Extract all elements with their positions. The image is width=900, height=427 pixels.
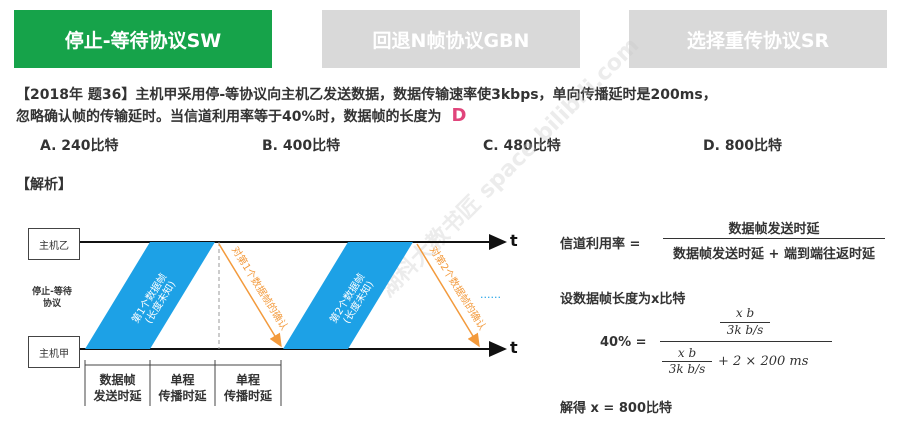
- utilization-numerator: 数据帧发送时延: [728, 222, 820, 237]
- question-line-1: 【2018年 题36】主机甲采用停-等协议向主机乙发送数据，数据传输速率使3kb…: [16, 87, 717, 103]
- question-line-2-text: 忽略确认帧的传输延时。当信道利用率等于40%时，数据帧的长度为: [16, 109, 442, 125]
- segment-3-line-2: 传播时延: [223, 389, 272, 403]
- den-bar: [662, 361, 712, 362]
- utilization-denominator: 数据帧发送时延 + 端到端往返时延: [673, 247, 875, 262]
- time-axis-label-bottom: t: [510, 338, 518, 357]
- option-d[interactable]: D. 800比特: [703, 138, 783, 154]
- protocol-label-line-1: 停止-等待: [32, 287, 72, 297]
- continuation-dots: ......: [480, 288, 501, 301]
- tab-selective-repeat[interactable]: 选择重传协议SR: [629, 10, 887, 68]
- num-bar: [720, 322, 770, 323]
- den-bottom: 3k b/s: [668, 362, 706, 376]
- fraction-bar: [663, 238, 885, 239]
- num-bottom: 3k b/s: [726, 323, 764, 337]
- option-b[interactable]: B. 400比特: [262, 138, 341, 154]
- ack-2-arrow: [416, 243, 480, 348]
- segment-1-line-2: 发送时延: [93, 389, 142, 403]
- segment-1-line-1: 数据帧: [99, 373, 136, 387]
- option-a[interactable]: A. 240比特: [40, 138, 119, 154]
- protocol-label-line-2: 协议: [42, 299, 61, 309]
- assume-line: 设数据帧长度为x比特: [560, 292, 686, 307]
- frame-2-shape: [283, 242, 413, 349]
- den-top: x b: [677, 346, 697, 360]
- host-a-box: 主机甲: [28, 336, 80, 368]
- main-fraction-bar: [660, 341, 832, 342]
- percent-label: 40% =: [600, 335, 647, 350]
- option-c[interactable]: C. 480比特: [483, 138, 561, 154]
- utilization-label: 信道利用率 =: [560, 237, 641, 252]
- frame-1-shape: [85, 242, 215, 349]
- tab-stop-and-wait[interactable]: 停止-等待协议SW: [14, 10, 272, 68]
- den-rest: + 2 × 200 ms: [718, 354, 809, 369]
- host-b-box: 主机乙: [28, 228, 80, 260]
- protocol-label: 停止-等待协议: [24, 286, 80, 310]
- ack-1-arrow: [218, 243, 282, 348]
- segment-3-line-1: 单程: [235, 373, 260, 387]
- segment-transmission-delay: 数据帧发送时延: [85, 372, 150, 404]
- solution-line: 解得 x = 800比特: [560, 401, 672, 416]
- segment-2-line-2: 传播时延: [158, 389, 207, 403]
- segment-propagation-delay-2: 单程传播时延: [215, 372, 281, 404]
- analysis-title: 【解析】: [16, 177, 72, 193]
- tab-go-back-n[interactable]: 回退N帧协议GBN: [322, 10, 580, 68]
- num-top: x b: [735, 306, 755, 320]
- question-line-2: 忽略确认帧的传输延时。当信道利用率等于40%时，数据帧的长度为 D: [16, 105, 466, 126]
- answer-letter: D: [451, 105, 467, 126]
- segment-2-line-1: 单程: [170, 373, 195, 387]
- time-axis-label-top: t: [510, 231, 518, 250]
- ack-1-label: 对第1个数据帧的确认: [229, 244, 291, 333]
- segment-propagation-delay-1: 单程传播时延: [150, 372, 215, 404]
